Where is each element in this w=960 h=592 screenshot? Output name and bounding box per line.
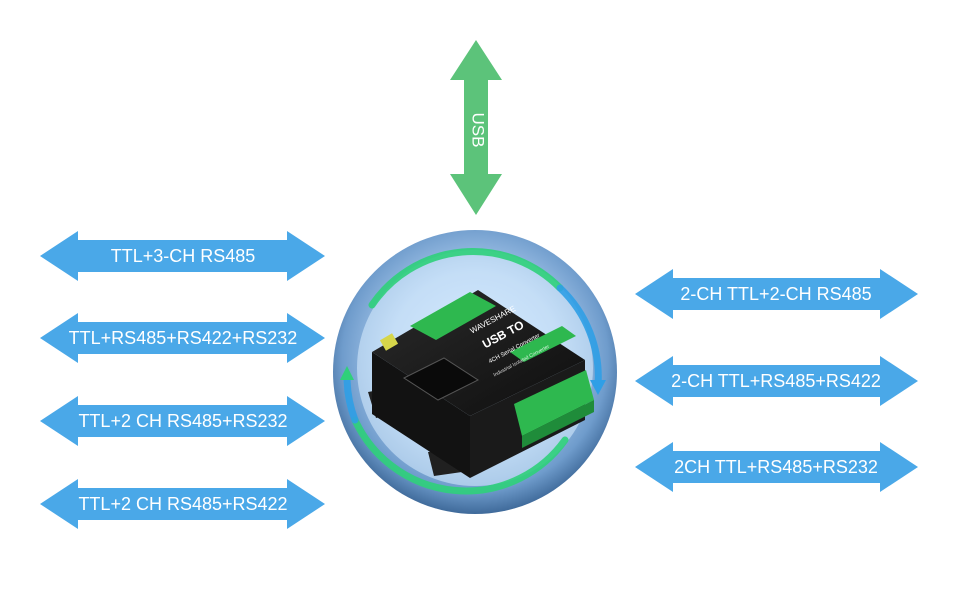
- power-indicator: [379, 333, 399, 351]
- device-side-left: [372, 352, 470, 478]
- left-mode-arrow-4: TTL+2 CH RS485+RS422: [40, 479, 325, 529]
- right-mode-arrow-2: 2-CH TTL+RS485+RS422: [635, 356, 918, 406]
- left-mode-label: TTL+3-CH RS485: [111, 246, 256, 266]
- double-arrow-shape: [635, 269, 918, 319]
- double-arrow-shape: [40, 313, 325, 363]
- left-mode-label: TTL+2 CH RS485+RS422: [78, 494, 287, 514]
- left-mode-label: TTL+2 CH RS485+RS232: [78, 411, 287, 431]
- ring-arrowhead-left: [340, 366, 354, 380]
- right-mode-arrow-1: 2-CH TTL+2-CH RS485: [635, 269, 918, 319]
- usb-label: USB: [469, 113, 488, 148]
- ring-arrowhead-right: [590, 380, 606, 395]
- ring-arc-right-blue: [556, 284, 602, 389]
- terminal-block-front: [514, 370, 594, 436]
- right-mode-label: 2-CH TTL+RS485+RS422: [671, 371, 881, 391]
- right-mode-arrow-3: 2CH TTL+RS485+RS232: [635, 442, 918, 492]
- ring-arc-bottom-green: [351, 416, 569, 495]
- right-mode-label: 2CH TTL+RS485+RS232: [674, 457, 878, 477]
- right-mode-label: 2-CH TTL+2-CH RS485: [680, 284, 871, 304]
- double-arrow-shape: [635, 356, 918, 406]
- left-mode-arrow-2: TTL+RS485+RS422+RS232: [40, 313, 325, 363]
- double-arrow-shape: [40, 479, 325, 529]
- led-panel: [402, 357, 480, 401]
- terminal-strip-right: [510, 326, 576, 362]
- usb-arrow-shape: [450, 40, 502, 215]
- double-arrow-shape: [635, 442, 918, 492]
- ring-arc-top-green: [368, 248, 564, 309]
- double-arrow-shape: [40, 231, 325, 281]
- converter-device: WAVESHARE USB TO 4CH Serial Converter In…: [368, 290, 594, 478]
- usb-arrow: USB: [450, 40, 502, 215]
- left-mode-label: TTL+RS485+RS422+RS232: [69, 328, 298, 348]
- double-arrow-shape: [40, 396, 325, 446]
- terminal-strip-top: [410, 292, 496, 340]
- left-mode-arrow-3: TTL+2 CH RS485+RS232: [40, 396, 325, 446]
- left-mode-arrow-1: TTL+3-CH RS485: [40, 231, 325, 281]
- terminal-block-side: [522, 400, 594, 448]
